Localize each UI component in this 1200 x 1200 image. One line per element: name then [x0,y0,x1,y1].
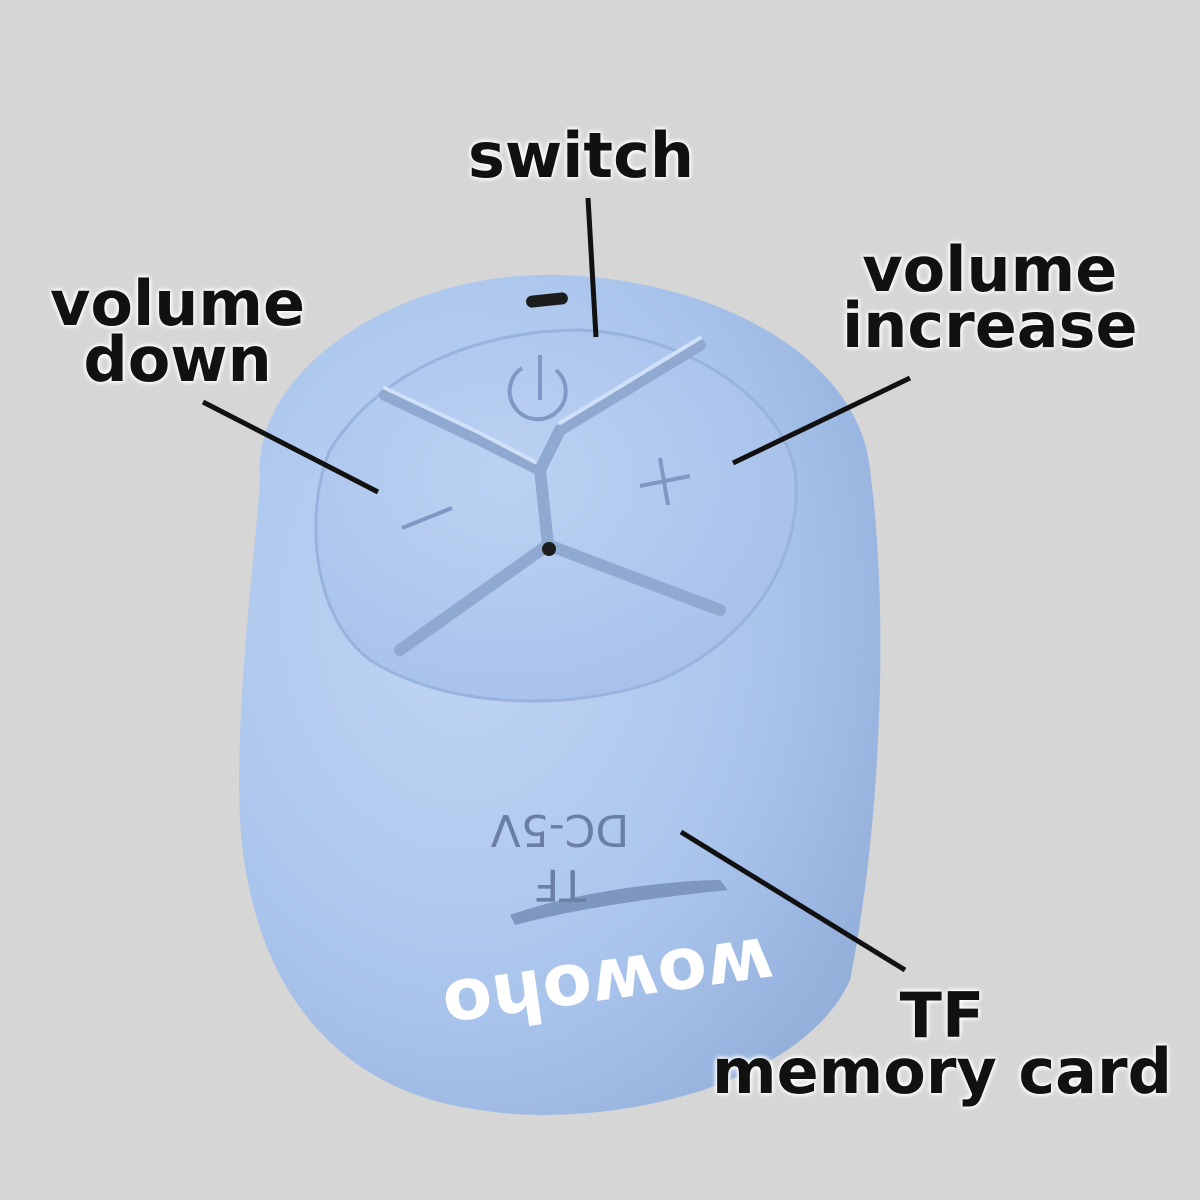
callout-tf [679,829,907,973]
callout-volume-down [201,399,380,495]
callout-lines [201,197,912,973]
label-switch: switch [468,119,694,192]
plus-icon[interactable] [639,457,691,506]
tf-slot[interactable] [510,880,728,925]
power-icon[interactable] [507,355,568,422]
port-label-tf: TF [534,859,587,910]
callout-switch [585,197,599,338]
callout-volume-increase [731,375,912,466]
port-label-group: DC-5V TF [491,804,630,910]
label-tf-memory-card: TF memory card [712,979,1172,1108]
minus-icon[interactable] [401,506,453,530]
label-volume-increase: volume increase [842,233,1138,362]
center-dot [542,542,556,556]
indicator-slot [526,292,568,308]
button-grooves [379,339,726,656]
label-volume-down: volume down [50,267,306,396]
port-label-dc: DC-5V [491,804,630,855]
